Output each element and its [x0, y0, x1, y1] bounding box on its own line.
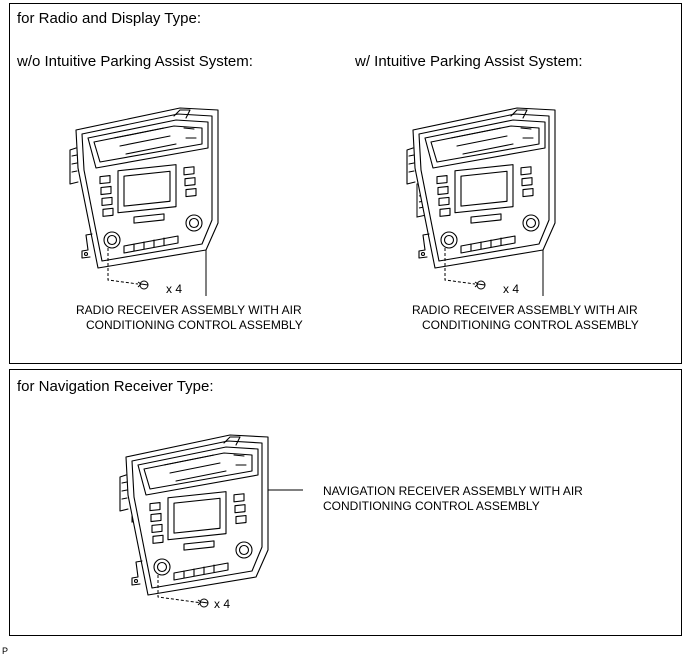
radio-display-panel — [9, 3, 682, 364]
radio-receiver-right-illustration — [406, 107, 556, 296]
left-caption-line1: RADIO RECEIVER ASSEMBLY WITH AIR — [76, 303, 302, 317]
right-bolt-quantity: x 4 — [503, 282, 520, 296]
navigation-bolt-quantity: x 4 — [214, 597, 231, 611]
illustration-code: P — [2, 646, 9, 656]
right-caption-line1: RADIO RECEIVER ASSEMBLY WITH AIR — [412, 303, 638, 317]
navigation-receiver-illustration — [119, 434, 303, 608]
navigation-caption-line2: CONDITIONING CONTROL ASSEMBLY — [323, 499, 540, 513]
radio-receiver-left-illustration — [69, 107, 219, 296]
navigation-panel — [9, 369, 682, 636]
right-caption-line2: CONDITIONING CONTROL ASSEMBLY — [422, 318, 639, 332]
navigation-caption-line1: NAVIGATION RECEIVER ASSEMBLY WITH AIR — [323, 484, 583, 498]
left-caption-line2: CONDITIONING CONTROL ASSEMBLY — [86, 318, 303, 332]
left-subheading: w/o Intuitive Parking Assist System: — [17, 53, 253, 70]
left-bolt-quantity: x 4 — [166, 282, 183, 296]
right-subheading: w/ Intuitive Parking Assist System: — [355, 53, 583, 70]
radio-display-heading: for Radio and Display Type: — [17, 10, 201, 27]
navigation-heading: for Navigation Receiver Type: — [17, 378, 214, 395]
